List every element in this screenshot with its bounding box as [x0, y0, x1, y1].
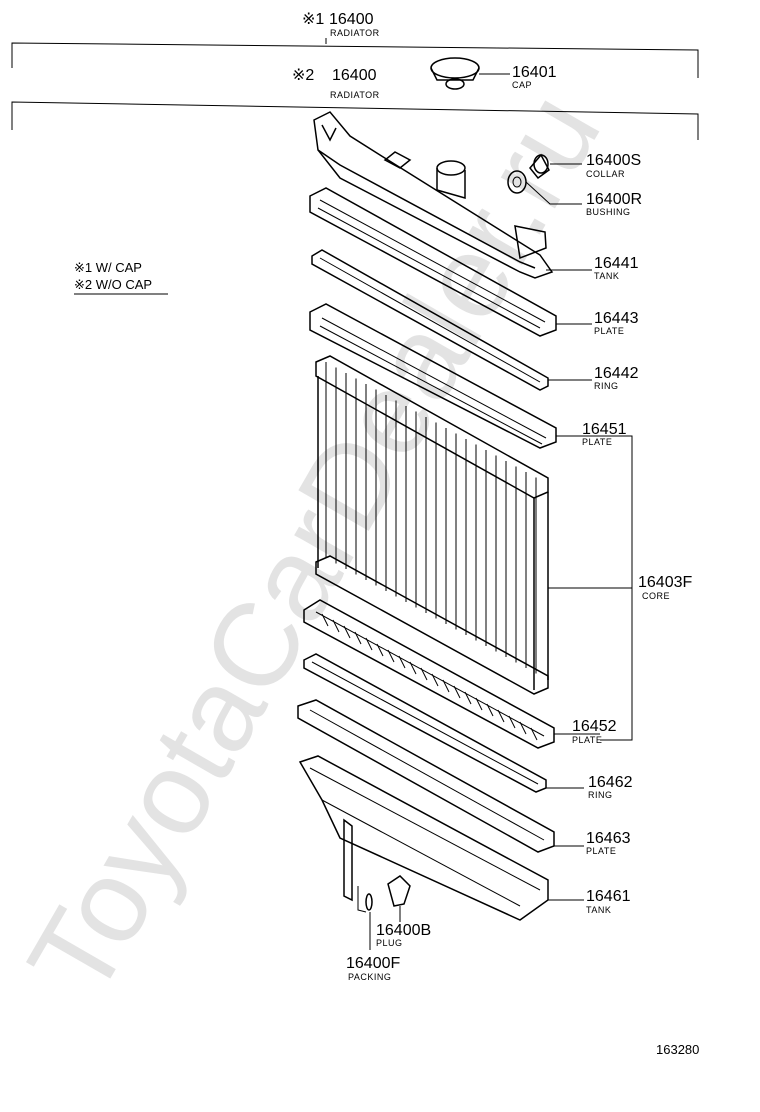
core-upper-plate-drawing [309, 303, 632, 449]
svg-text:PACKING: PACKING [348, 972, 391, 982]
svg-text:CORE: CORE [642, 591, 670, 601]
bushing-drawing [507, 170, 582, 205]
plug-drawing [387, 875, 411, 922]
label-upper-tank: 16441 TANK [594, 255, 639, 281]
label-core-upper-plate: 16451 PLATE [582, 421, 627, 447]
label-upper-plate: 16443 PLATE [594, 310, 639, 336]
svg-text:16461: 16461 [586, 888, 631, 905]
plate-slot [475, 697, 483, 711]
plate-slot [354, 631, 362, 645]
upper-tank-drawing [313, 111, 592, 279]
radiator-without-cap-label: ※2 16400 RADIATOR [292, 67, 380, 100]
svg-text:16403F: 16403F [638, 574, 692, 591]
radiator-number-1: 16400 [329, 11, 374, 28]
plate-slot [486, 703, 494, 717]
lower-plate-drawing [297, 699, 584, 853]
svg-text:16400F: 16400F [346, 955, 400, 972]
radiator-number-2: 16400 [332, 67, 377, 84]
svg-text:PLATE: PLATE [594, 326, 624, 336]
diagram-ref: 163280 [656, 1042, 699, 1057]
plate-slot [398, 655, 406, 669]
watermark: ToyotaCarDealer.ru [3, 72, 626, 1018]
svg-text:RING: RING [588, 790, 613, 800]
svg-text:BUSHING: BUSHING [586, 207, 631, 217]
note-w-cap: ※1 W/ CAP [74, 260, 142, 275]
label-bushing: 16400R BUSHING [586, 191, 642, 217]
upper-plate-drawing [309, 187, 592, 337]
radiator-with-cap-label: ※1 16400 RADIATOR [302, 11, 380, 38]
svg-text:16452: 16452 [572, 718, 617, 735]
svg-text:PLUG: PLUG [376, 938, 403, 948]
collar-drawing [529, 153, 582, 180]
svg-text:16451: 16451 [582, 421, 627, 438]
plate-slot [321, 613, 329, 627]
label-upper-ring: 16442 RING [594, 365, 639, 391]
svg-text:TANK: TANK [586, 905, 611, 915]
upper-ring-drawing [311, 249, 592, 391]
svg-text:16400S: 16400S [586, 152, 641, 169]
plate-slot [409, 661, 417, 675]
plate-slot [343, 625, 351, 639]
cap-notes: ※1 W/ CAP ※2 W/O CAP [74, 260, 168, 295]
radiator-bracket-upper [11, 38, 699, 78]
core-group-bracket [600, 435, 633, 741]
label-lower-tank: 16461 TANK [586, 888, 631, 915]
core-lower-plate-drawing [303, 599, 600, 749]
plate-slot [519, 721, 527, 735]
label-plug: 16400B PLUG [376, 922, 431, 948]
svg-text:PLATE: PLATE [572, 735, 602, 745]
plate-slot [497, 709, 505, 723]
label-lower-ring: 16462 RING [588, 774, 633, 800]
radiator-mark-1: ※1 [302, 11, 324, 28]
plate-slot [464, 691, 472, 705]
core-fins [325, 362, 537, 674]
radiator-name-1: RADIATOR [330, 28, 380, 38]
core-drawing [315, 355, 632, 695]
plate-slot [387, 649, 395, 663]
plate-slot [376, 643, 384, 657]
svg-text:TANK: TANK [594, 271, 619, 281]
plate-slot [420, 667, 428, 681]
label-cap: 16401 CAP [512, 64, 557, 90]
lower-ring-drawing [303, 653, 584, 793]
svg-text:16400B: 16400B [376, 922, 431, 939]
packing-drawing [357, 886, 373, 950]
radiator-name-2: RADIATOR [330, 90, 380, 100]
svg-text:16400R: 16400R [586, 191, 642, 208]
label-collar: 16400S COLLAR [586, 152, 641, 179]
core-lower-plate-slots [321, 613, 538, 741]
svg-text:COLLAR: COLLAR [586, 169, 625, 179]
svg-text:16441: 16441 [594, 255, 639, 272]
svg-text:16463: 16463 [586, 830, 631, 847]
radiator-bracket-lower [11, 101, 699, 140]
plate-slot [365, 637, 373, 651]
plate-slot [453, 685, 461, 699]
radiator-cap-drawing [430, 57, 510, 90]
lower-tank-drawing [298, 755, 584, 921]
svg-text:RING: RING [594, 381, 619, 391]
note-wo-cap: ※2 W/O CAP [74, 277, 152, 292]
plate-slot [442, 679, 450, 693]
label-core-lower-plate: 16452 PLATE [572, 718, 617, 745]
svg-text:CAP: CAP [512, 80, 532, 90]
plate-slot [431, 673, 439, 687]
plate-slot [508, 715, 516, 729]
svg-text:16442: 16442 [594, 365, 639, 382]
plate-slot [530, 727, 538, 741]
svg-text:16462: 16462 [588, 774, 633, 791]
svg-text:PLATE: PLATE [582, 437, 612, 447]
plate-slot [332, 619, 340, 633]
label-lower-plate: 16463 PLATE [586, 830, 631, 856]
radiator-mark-2: ※2 [292, 67, 314, 84]
label-core: 16403F CORE [638, 574, 692, 601]
svg-text:PLATE: PLATE [586, 846, 616, 856]
svg-text:16443: 16443 [594, 310, 639, 327]
label-packing: 16400F PACKING [346, 955, 400, 982]
svg-text:16401: 16401 [512, 64, 557, 81]
